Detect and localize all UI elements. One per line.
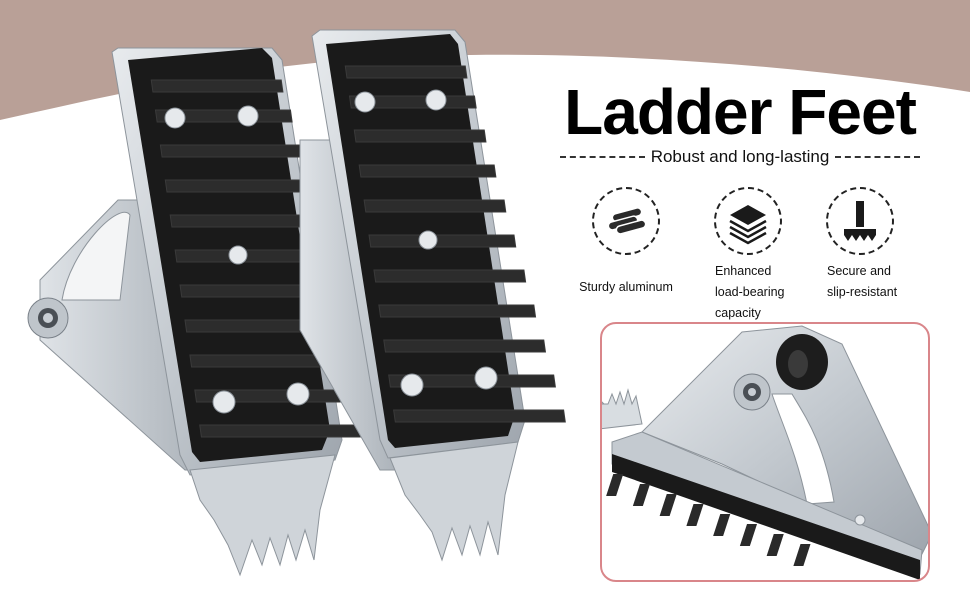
feature-label: Sturdy aluminum [579, 280, 673, 294]
feature-sturdy-aluminum: Sturdy aluminum [556, 187, 696, 298]
feature-label-line: Enhanced [715, 264, 772, 278]
aluminum-rods-icon [592, 187, 660, 255]
subtitle: Robust and long-lasting [650, 147, 830, 166]
layers-icon [714, 187, 782, 255]
feature-label-line: load-bearing [715, 285, 785, 299]
detail-image-frame [600, 322, 930, 582]
feature-slip-resistant: Secure and slip-resistant [790, 187, 930, 303]
banner-background [0, 0, 970, 120]
subtitle-row: Robust and long-lasting [560, 147, 920, 167]
detail-product-image [602, 325, 928, 580]
ladder-foot-left [27, 47, 382, 577]
page-title: Ladder Feet [564, 76, 917, 148]
divider-right [835, 156, 920, 158]
feature-label-line: Secure and [827, 264, 891, 278]
feature-label-line: capacity [715, 306, 761, 320]
feature-label: Enhanced load-bearing capacity [701, 261, 795, 324]
feature-load-bearing: Enhanced load-bearing capacity [678, 187, 818, 324]
ladder-foot-right [299, 29, 566, 562]
divider-left [560, 156, 645, 158]
feature-label-line: slip-resistant [827, 285, 898, 299]
anchor-spike-icon [826, 187, 894, 255]
feature-label: Secure and slip-resistant [813, 261, 907, 303]
